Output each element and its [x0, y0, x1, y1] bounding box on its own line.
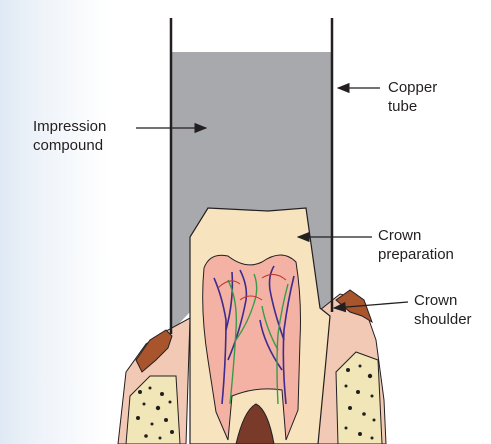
label-crown-shoulder: Crown shoulder: [414, 292, 472, 328]
label-copper-tube: Copper tube: [388, 79, 441, 115]
label-crown-preparation: Crown preparation: [378, 227, 454, 263]
label-impression-compound: Impression compound: [33, 118, 111, 154]
